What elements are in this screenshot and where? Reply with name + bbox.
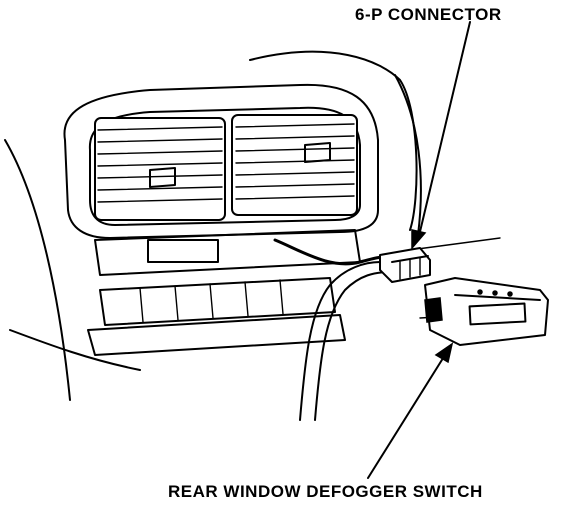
wire-harness [273, 238, 397, 266]
switch-label: REAR WINDOW DEFOGGER SWITCH [168, 482, 483, 501]
defogger-switch [424, 277, 549, 346]
six-pin-connector [379, 247, 431, 283]
switch-leader-line [367, 354, 446, 479]
switch-bank [99, 277, 336, 326]
wire-harness-2 [299, 261, 381, 421]
connector-label: 6-P CONNECTOR [355, 5, 502, 24]
connector-leader-line [417, 21, 471, 241]
panel-slot [147, 239, 219, 263]
dashboard-left-contour [4, 139, 71, 401]
switch-arrowhead [434, 342, 454, 364]
connector-arrowhead [411, 229, 427, 251]
wire-harness-3 [314, 271, 391, 421]
panel-right-line [409, 237, 501, 251]
dashboard-top-right-edge [249, 50, 418, 231]
dashboard-edge-line [394, 74, 422, 236]
dashboard-lower-contour [9, 329, 141, 371]
vent-housing-inner [88, 106, 361, 226]
right-vent-louvers [231, 114, 358, 216]
vent-housing-outer [63, 83, 379, 239]
left-vent-louvers [94, 117, 226, 221]
lower-trim [87, 314, 346, 356]
